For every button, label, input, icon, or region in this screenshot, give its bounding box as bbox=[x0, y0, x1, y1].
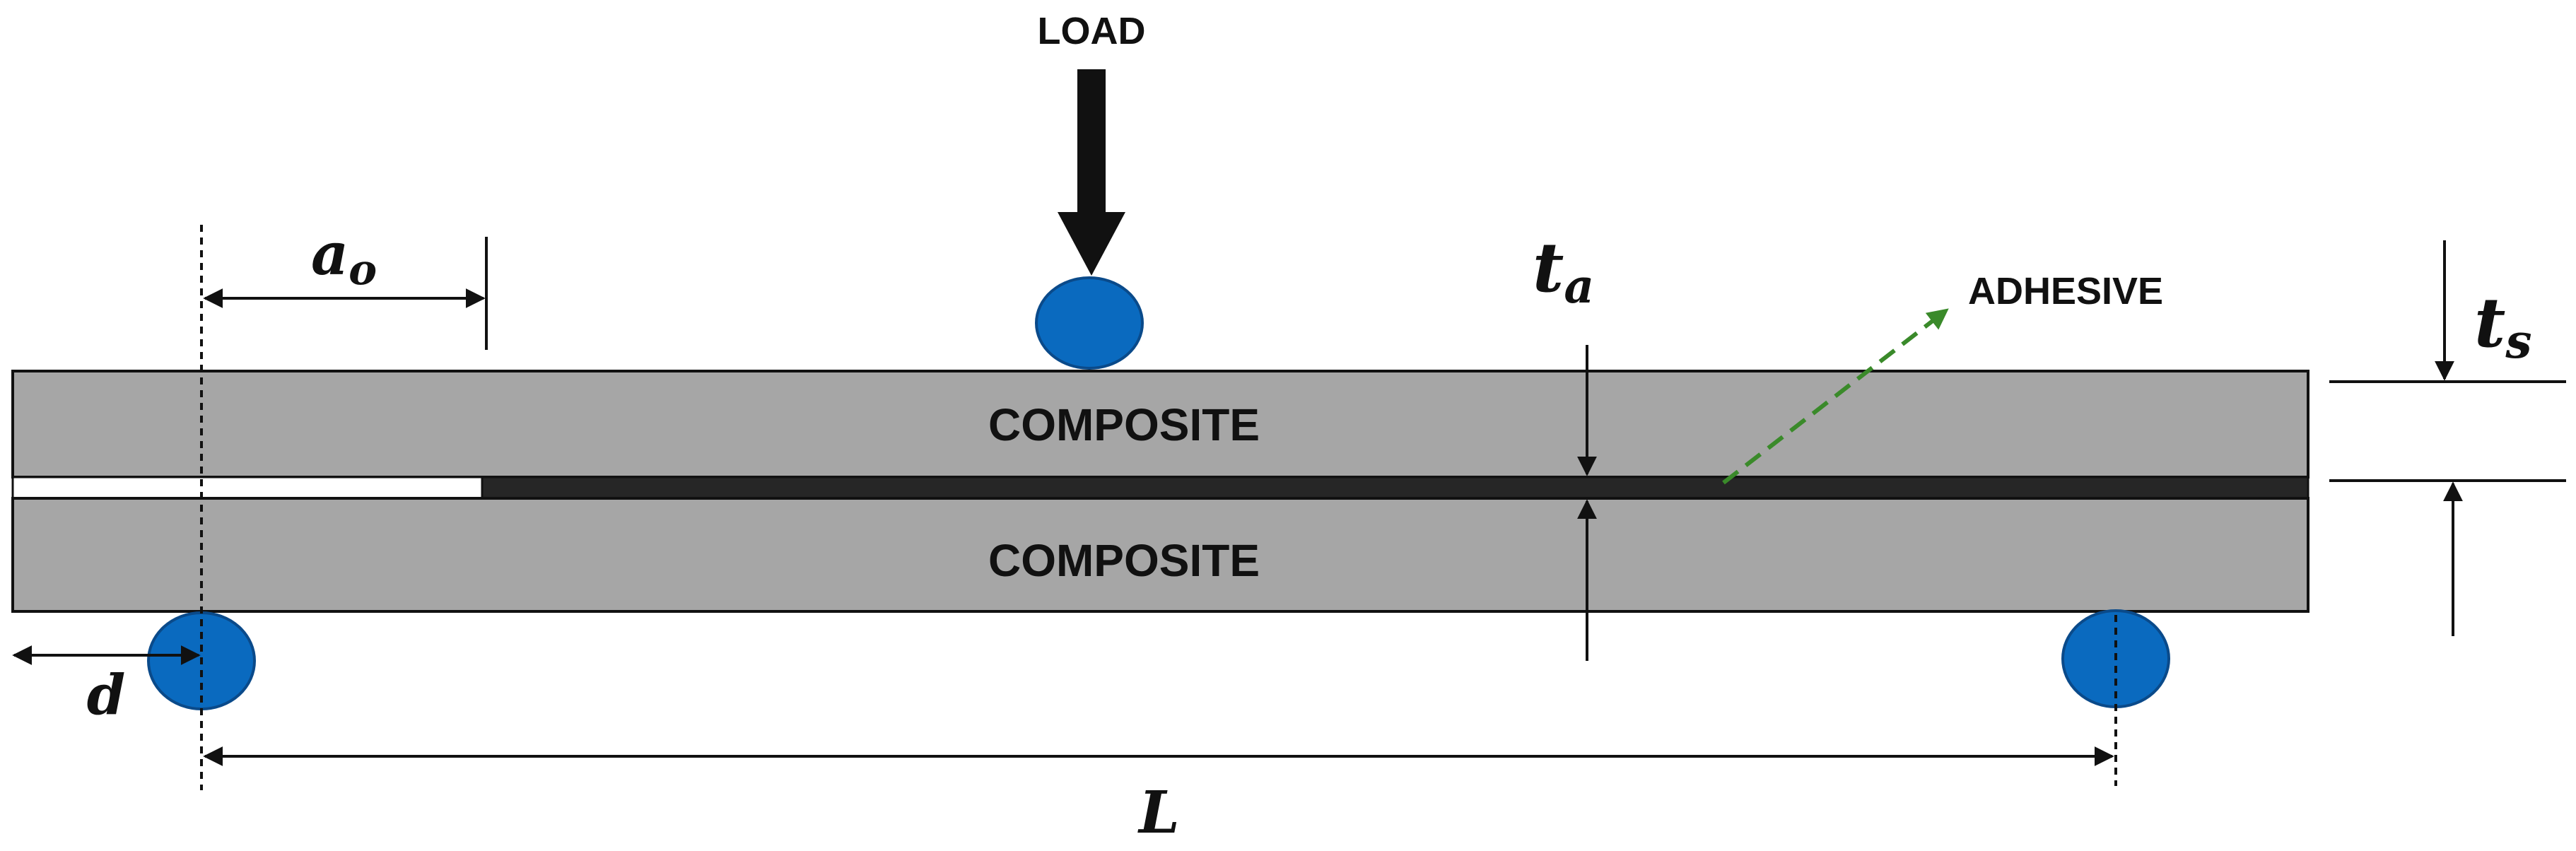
span-symbol: L bbox=[1137, 779, 1180, 847]
crack-length-symbol: ao bbox=[311, 221, 377, 295]
composite-top-label: COMPOSITE bbox=[988, 399, 1260, 450]
adhesive-thickness-symbol: ta bbox=[1533, 228, 1594, 314]
substrate-thickness-symbol: ts bbox=[2474, 283, 2532, 369]
pre-crack-gap bbox=[11, 476, 484, 500]
load-arrow-head bbox=[1058, 212, 1125, 276]
adhesive-pointer-arrow bbox=[1722, 308, 1949, 485]
load-label: LOAD bbox=[1038, 10, 1146, 52]
top-composite-plate bbox=[11, 370, 2309, 479]
bottom-composite-plate bbox=[11, 497, 2309, 613]
load-roller bbox=[1035, 276, 1144, 370]
adhesive-label: ADHESIVE bbox=[1968, 270, 2163, 312]
load-arrow-shaft bbox=[1077, 69, 1106, 218]
adhesive-layer bbox=[481, 476, 2309, 500]
overhang-symbol: d bbox=[87, 663, 126, 727]
composite-bottom-label: COMPOSITE bbox=[988, 535, 1260, 586]
